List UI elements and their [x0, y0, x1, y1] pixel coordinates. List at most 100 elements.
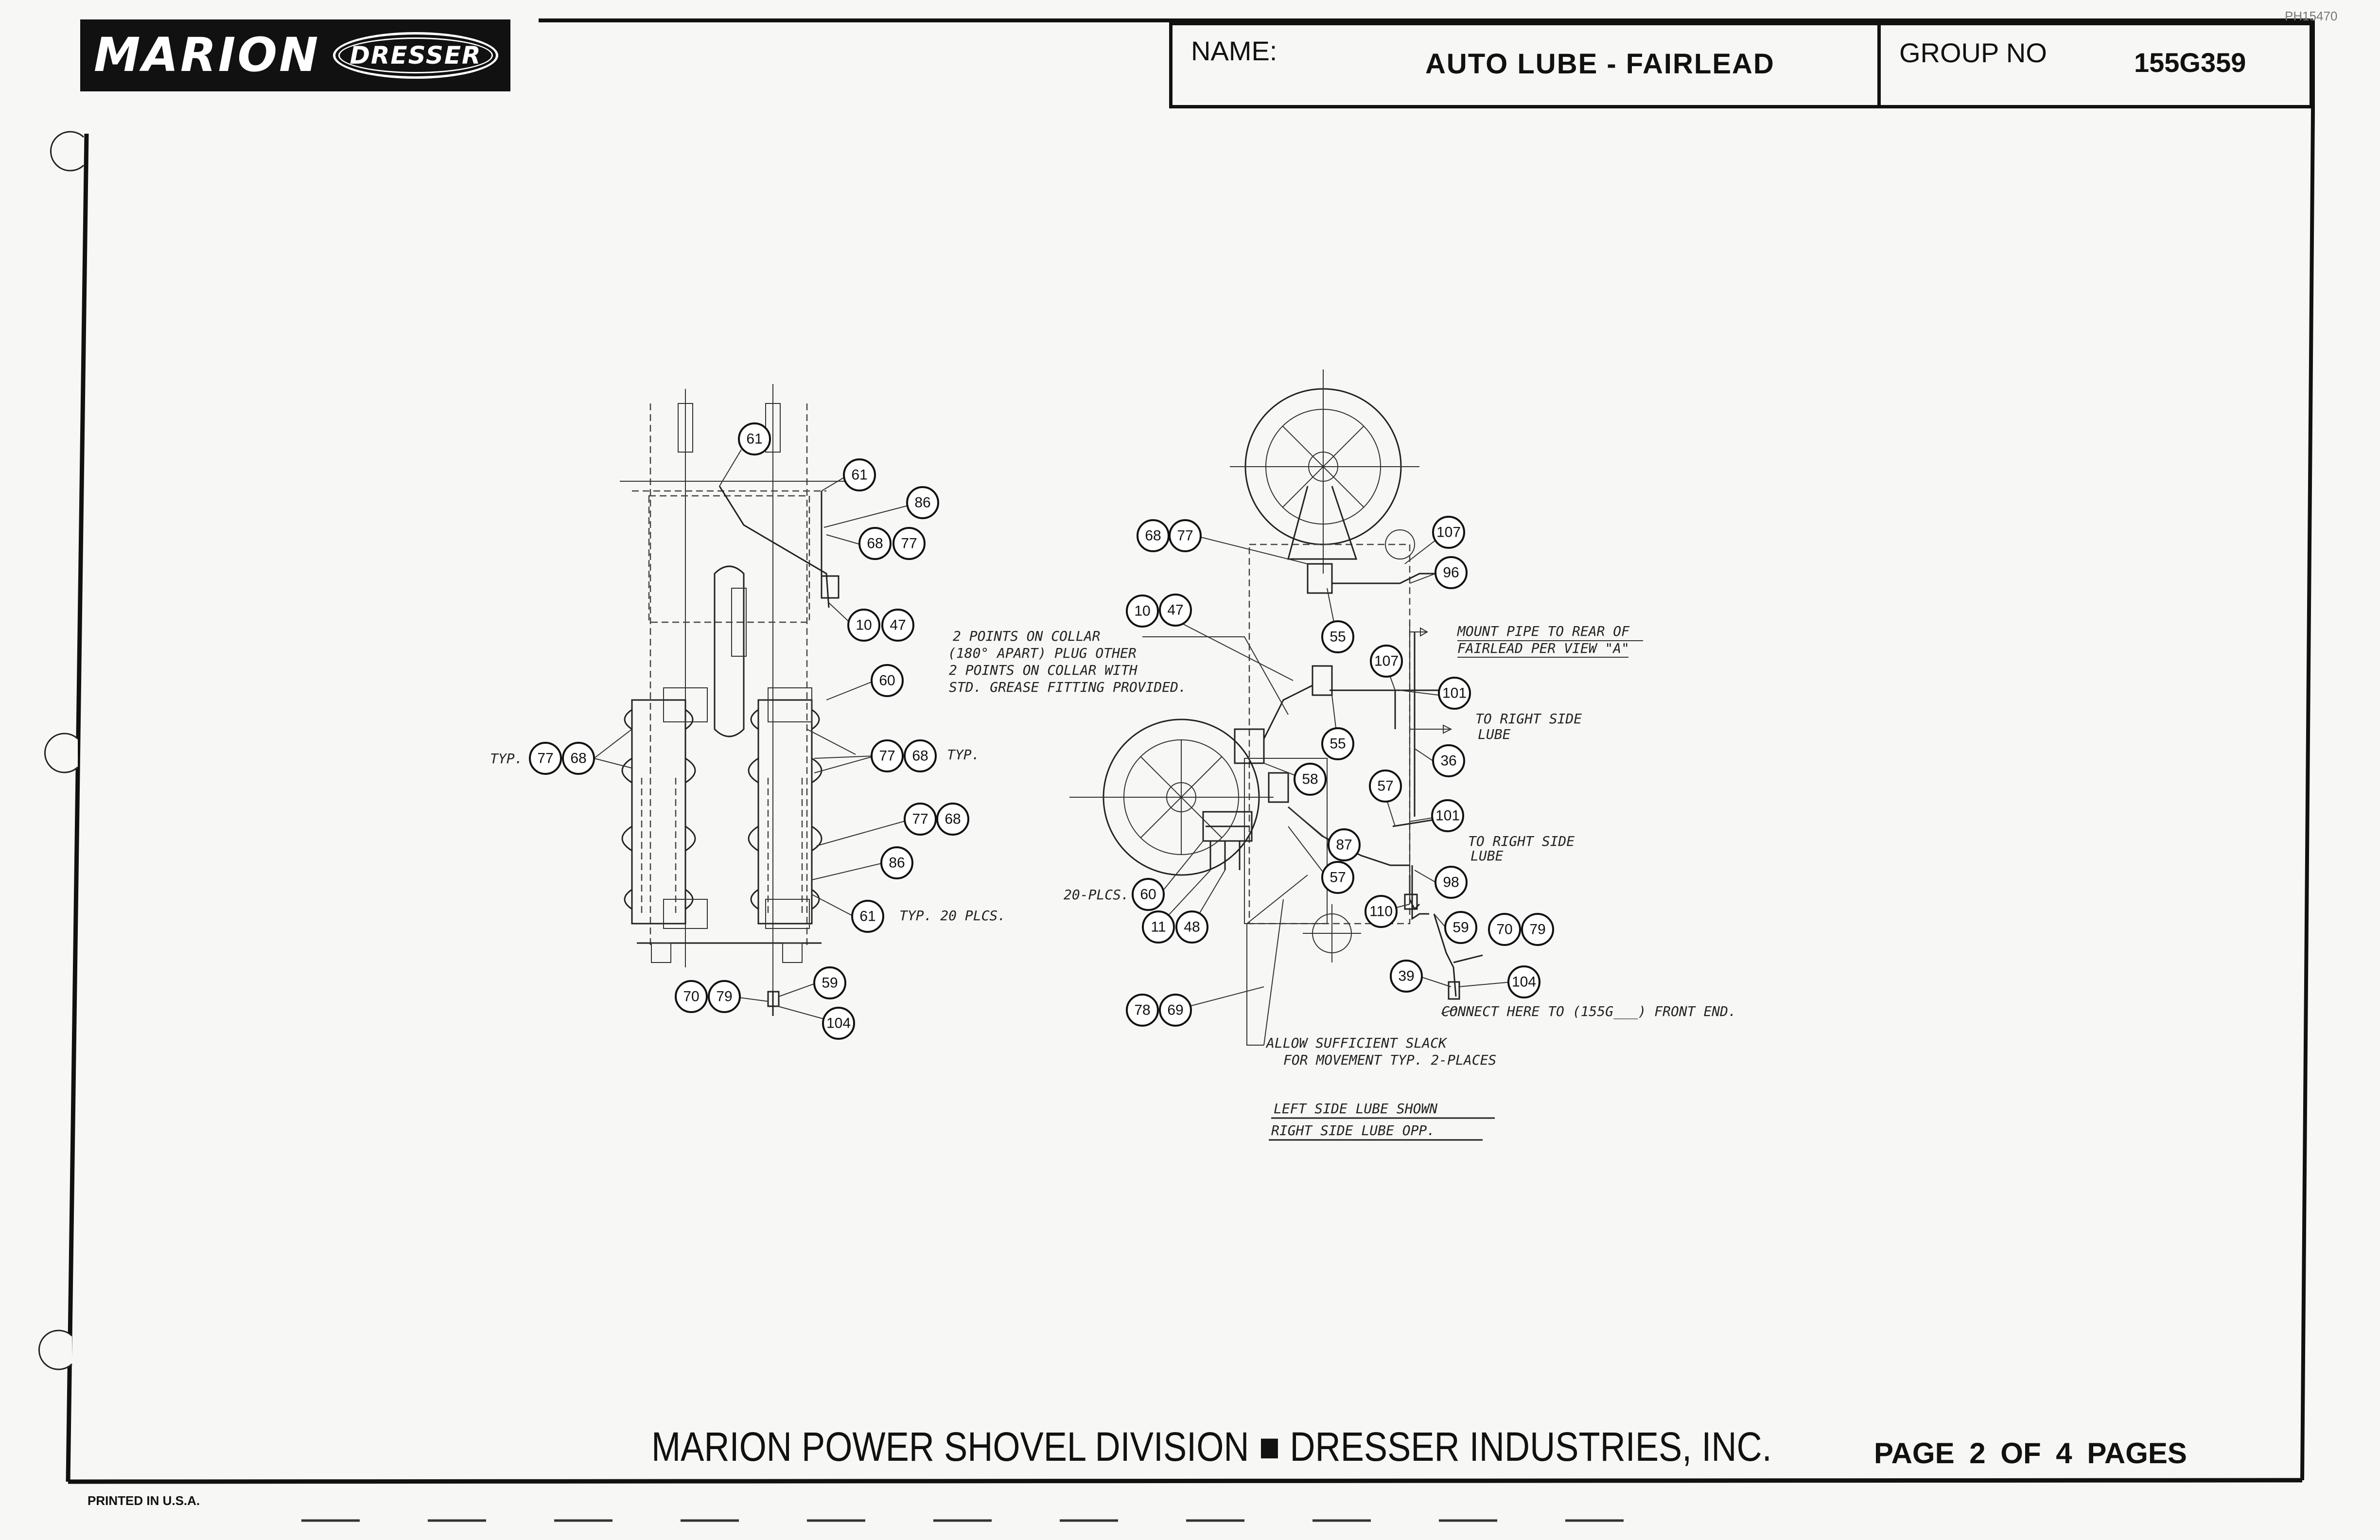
item-balloon: 107 [1370, 645, 1403, 678]
svg-text:87: 87 [1336, 837, 1352, 853]
item-balloon: 79 [1521, 913, 1554, 946]
drawing-stamp: PH15470 [2285, 9, 2338, 23]
svg-text:69: 69 [1167, 1002, 1183, 1018]
item-balloon: 104 [822, 1007, 855, 1040]
note-collar-3: 2 POINTS ON COLLAR WITH [949, 662, 1138, 678]
name-label: NAME: [1191, 35, 1278, 66]
item-balloon: 58 [1294, 763, 1327, 796]
svg-text:61: 61 [746, 431, 762, 447]
item-balloon: 68 [562, 742, 595, 775]
logo-dresser-oval: DRESSER [333, 32, 498, 79]
item-balloons: 61 61 86 68 77 10 47 60 77 68 77 68 77 6… [529, 422, 1554, 1040]
title-divider [1877, 25, 1881, 105]
item-balloon: 47 [881, 609, 914, 642]
binder-hole [50, 131, 85, 172]
svg-text:70: 70 [683, 989, 699, 1005]
svg-text:68: 68 [912, 748, 928, 764]
svg-text:59: 59 [1452, 920, 1469, 936]
item-balloon: 10 [847, 609, 880, 642]
svg-text:60: 60 [1140, 887, 1156, 903]
item-balloon: 98 [1435, 866, 1468, 899]
svg-text:57: 57 [1377, 778, 1393, 794]
item-balloon: 36 [1432, 744, 1465, 777]
group-label: GROUP NO [1899, 37, 2047, 68]
svg-text:78: 78 [1134, 1002, 1150, 1018]
item-balloon: 86 [880, 846, 913, 879]
front-view-drawing [594, 384, 912, 1024]
note-right-lube-a1: TO RIGHT SIDE [1475, 711, 1582, 727]
note-right-lube-a2: LUBE [1478, 726, 1511, 742]
svg-text:58: 58 [1302, 771, 1318, 788]
item-balloon: 55 [1321, 727, 1354, 760]
item-balloon: 68 [904, 739, 937, 772]
item-balloon: 77 [529, 742, 562, 775]
item-balloon: 61 [851, 900, 884, 933]
svg-text:101: 101 [1435, 808, 1460, 824]
item-balloon: 77 [904, 803, 937, 836]
note-slack-2: FOR MOVEMENT TYP. 2-PLACES [1283, 1052, 1496, 1068]
note-typ-left: TYP. [490, 751, 523, 767]
item-balloon: 87 [1328, 828, 1361, 861]
svg-text:59: 59 [822, 975, 838, 991]
svg-text:77: 77 [901, 536, 917, 552]
item-balloon: 69 [1159, 994, 1192, 1027]
item-balloon: 57 [1369, 770, 1402, 803]
svg-text:107: 107 [1374, 653, 1399, 669]
svg-text:48: 48 [1184, 919, 1200, 935]
svg-text:47: 47 [890, 617, 906, 633]
svg-text:101: 101 [1442, 685, 1467, 701]
note-right-side: RIGHT SIDE LUBE OPP. [1271, 1122, 1435, 1138]
svg-text:77: 77 [1177, 528, 1193, 544]
note-connect: CONNECT HERE TO (155G___) FRONT END. [1441, 1003, 1736, 1020]
item-balloon: 96 [1435, 556, 1468, 589]
svg-text:70: 70 [1496, 922, 1512, 938]
item-balloon: 60 [1132, 878, 1165, 911]
diagram-notes: 2 POINTS ON COLLAR (180° APART) PLUG OTH… [490, 623, 1736, 1141]
svg-text:61: 61 [859, 909, 875, 925]
note-mount-1: MOUNT PIPE TO REAR OF [1457, 623, 1630, 639]
note-collar-2: (180° APART) PLUG OTHER [948, 645, 1137, 661]
svg-text:55: 55 [1330, 629, 1346, 645]
note-mount-2: FAIRLEAD PER VIEW "A" [1457, 640, 1629, 656]
item-balloon: 79 [708, 980, 741, 1013]
svg-text:79: 79 [1529, 922, 1545, 938]
name-value: AUTO LUBE - FAIRLEAD [1425, 48, 1775, 80]
title-block: NAME: AUTO LUBE - FAIRLEAD GROUP NO 155G… [1169, 22, 2313, 108]
page-indicator: PAGE 2 OF 4 PAGES [1874, 1437, 2187, 1470]
item-balloon: 10 [1126, 595, 1159, 628]
svg-text:36: 36 [1440, 753, 1456, 769]
item-balloon: 101 [1438, 677, 1471, 710]
svg-text:110: 110 [1369, 904, 1393, 920]
svg-text:86: 86 [889, 855, 905, 871]
item-balloon: 47 [1159, 594, 1192, 627]
logo-dresser-text: DRESSER [338, 37, 493, 73]
svg-text:10: 10 [1134, 603, 1150, 619]
svg-text:68: 68 [945, 811, 961, 827]
svg-text:47: 47 [1167, 602, 1183, 618]
footer-company: MARION POWER SHOVEL DIVISION ■ DRESSER I… [651, 1424, 1772, 1470]
binder-hole [38, 1330, 73, 1370]
svg-text:68: 68 [867, 536, 883, 552]
item-balloon: 39 [1390, 960, 1423, 993]
item-balloon: 107 [1432, 516, 1465, 549]
item-balloon: 48 [1175, 910, 1208, 944]
svg-text:104: 104 [826, 1015, 851, 1032]
note-right-lube-b2: LUBE [1470, 848, 1504, 864]
svg-text:68: 68 [570, 751, 586, 767]
item-balloon: 61 [738, 422, 771, 455]
note-typ-20: TYP. 20 PLCS. [899, 908, 1006, 924]
svg-text:98: 98 [1443, 875, 1459, 891]
svg-text:57: 57 [1330, 870, 1346, 886]
item-balloon: 55 [1321, 620, 1354, 653]
item-balloon: 60 [871, 664, 904, 697]
svg-text:55: 55 [1330, 736, 1346, 752]
item-balloon: 101 [1431, 799, 1464, 832]
svg-text:68: 68 [1145, 528, 1161, 544]
item-balloon: 78 [1126, 994, 1159, 1027]
svg-text:77: 77 [537, 751, 553, 767]
group-value: 155G359 [2134, 47, 2246, 78]
item-balloon: 70 [1488, 913, 1521, 946]
item-balloon: 11 [1142, 910, 1175, 944]
